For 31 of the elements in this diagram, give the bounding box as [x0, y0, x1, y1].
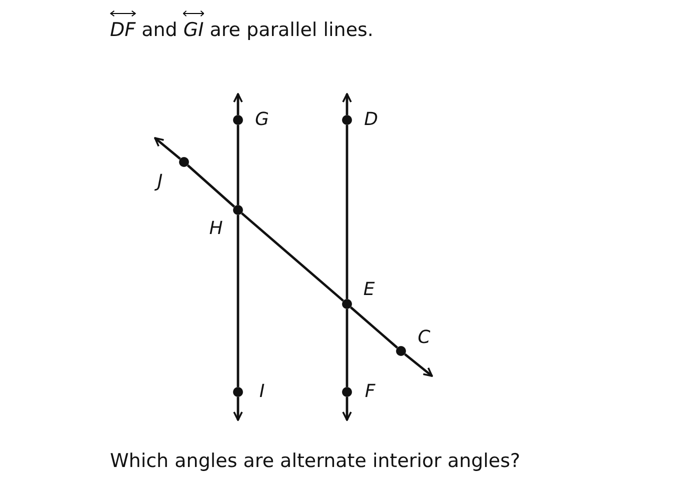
point-label: I	[259, 383, 265, 401]
arrow	[404, 353, 433, 377]
title: DF and GI are parallel lines.	[110, 10, 374, 41]
point-dot	[233, 205, 243, 215]
line-segment	[346, 125, 348, 299]
point-label: F	[364, 383, 376, 401]
point-label: H	[209, 220, 223, 238]
arrow	[233, 397, 243, 421]
arrow	[233, 93, 243, 115]
arrow	[342, 93, 352, 115]
point-label: G	[255, 111, 269, 129]
line-segment	[236, 215, 240, 387]
line-segment	[346, 309, 348, 387]
arrow	[154, 137, 181, 160]
arrow	[342, 397, 352, 421]
point-dot	[342, 115, 352, 125]
line-segment	[350, 306, 398, 349]
question-text: Which angles are alternate interior angles?	[110, 450, 520, 472]
point-label: E	[363, 281, 375, 299]
point-dot	[233, 115, 243, 125]
point-label: J	[157, 173, 163, 191]
point-dot	[342, 387, 352, 397]
point-dot	[179, 157, 189, 167]
point-dot	[342, 299, 352, 309]
line-segment	[186, 164, 236, 208]
point-dot	[396, 346, 406, 356]
point-dot	[233, 387, 243, 397]
line-segment	[236, 125, 240, 205]
point-label: C	[418, 329, 430, 347]
line-segment	[241, 212, 344, 302]
point-label: D	[364, 111, 378, 129]
